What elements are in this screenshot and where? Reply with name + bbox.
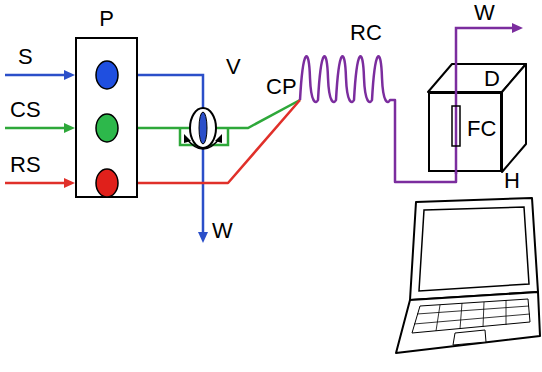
pump-box: P — [75, 37, 138, 198]
detector-box: DFC — [428, 92, 502, 172]
key-col — [483, 302, 484, 327]
node-title: P — [77, 8, 136, 30]
detector-side — [502, 64, 526, 172]
valve-rotor — [199, 112, 207, 144]
arrow-head — [198, 232, 208, 243]
key-row — [417, 306, 529, 314]
part-label: H — [504, 170, 520, 192]
carrier-tube — [138, 100, 300, 128]
part-label: CS — [10, 99, 41, 121]
reagent-line — [5, 182, 66, 185]
arrow-head — [64, 178, 75, 188]
flow-path — [455, 92, 458, 174]
sample-line — [5, 74, 66, 77]
node-title: D — [484, 68, 500, 90]
part-label: RS — [10, 154, 41, 176]
arrow-head — [215, 134, 222, 143]
part-label: V — [226, 56, 241, 78]
key-col — [506, 300, 507, 325]
arrow-head — [184, 134, 191, 143]
key-col — [460, 303, 462, 329]
laptop-base — [396, 292, 540, 353]
flow-cell — [452, 106, 460, 146]
pump-channel — [96, 114, 118, 142]
carrier-line — [5, 127, 66, 130]
laptop-keyboard — [412, 299, 530, 333]
part-label: S — [18, 46, 33, 68]
reagent-tube — [138, 100, 300, 183]
laptop-screen — [419, 207, 529, 291]
outlet-tube — [456, 28, 514, 92]
pump-channel — [96, 169, 118, 197]
injection-valve — [190, 108, 216, 148]
part-label: RC — [350, 22, 382, 44]
arrow-head — [64, 123, 75, 133]
touchpad — [453, 330, 486, 345]
laptop-lid — [410, 198, 538, 300]
key-col — [436, 305, 440, 331]
part-label: CP — [266, 76, 297, 98]
pump-channel — [96, 61, 118, 89]
arrow-head — [64, 70, 75, 80]
arrow-head — [512, 23, 523, 33]
flow-connector — [138, 56, 456, 183]
part-label: W — [212, 220, 233, 242]
key-row — [414, 314, 530, 324]
node-art — [77, 39, 140, 200]
sample-tube — [138, 75, 203, 234]
rotation-arrow — [186, 138, 220, 149]
node-label: FC — [467, 118, 496, 140]
part-label: W — [474, 2, 495, 24]
